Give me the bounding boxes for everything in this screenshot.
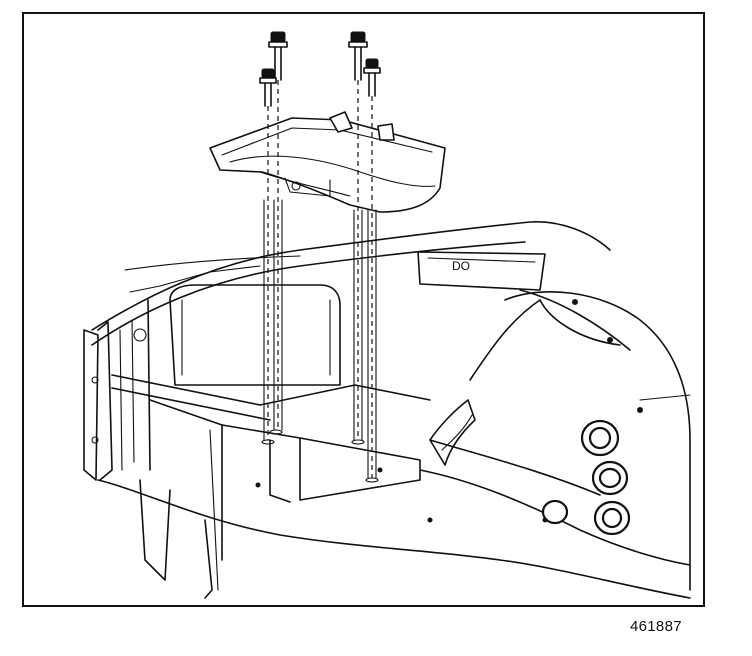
vehicle-body-panel-icon: DO: [83, 221, 691, 599]
bolt-icon: [259, 31, 381, 483]
figure-reference-number: 461887: [630, 618, 682, 635]
svg-text:DO: DO: [452, 259, 470, 273]
mounting-bracket-icon: [209, 111, 446, 213]
diagram-border: [22, 12, 705, 607]
